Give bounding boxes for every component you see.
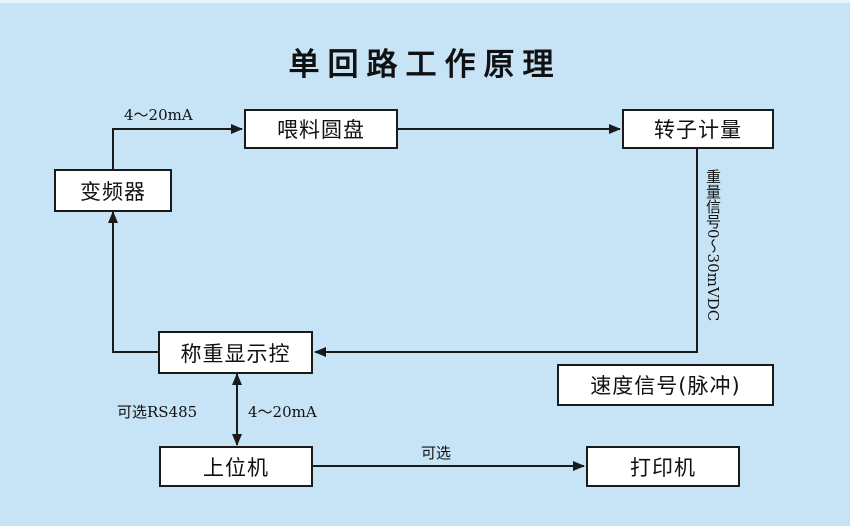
diagram-title: 单回路工作原理 [288,47,562,83]
speed-signal-box: 速度信号(脉冲) [557,364,774,406]
arrow-vfd-to-feeder [112,124,243,169]
label-vfd-to-feeder: 4～20mA [124,106,193,124]
label-controller-host-current: 4～20mA [248,403,317,421]
arrow-controller-to-vfd [108,211,158,353]
printer-box: 打印机 [586,446,740,487]
label-weight-signal: 重量信号0～30mVDC [704,169,722,322]
controller-box: 称重显示控 [158,331,313,374]
host-box: 上位机 [159,446,313,487]
label-optional-rs485: 可选RS485 [117,403,198,421]
connector-lines [108,124,698,471]
label-optional: 可选 [421,444,452,462]
vfd-box: 变频器 [54,169,172,212]
rotor-box: 转子计量 [622,109,774,149]
feeder-box: 喂料圆盘 [244,109,398,149]
arrow-rotor-to-controller [314,149,698,357]
